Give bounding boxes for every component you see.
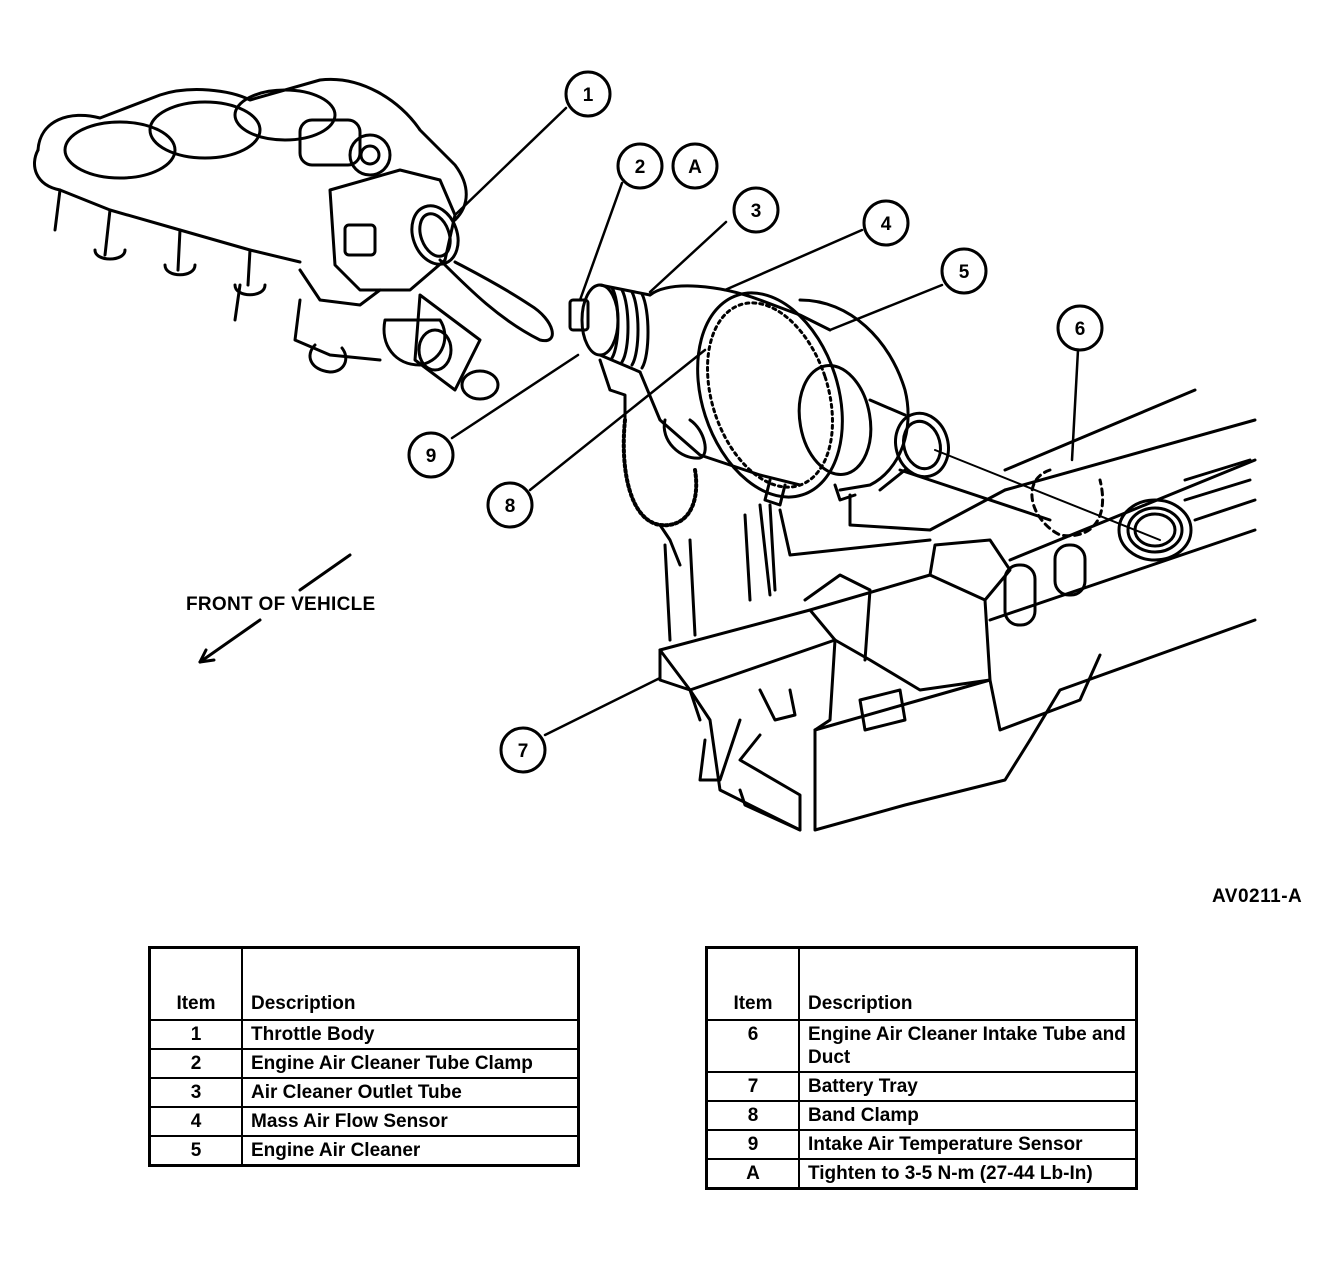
legend-item: 2: [148, 1048, 243, 1079]
callout-7: 7: [499, 726, 547, 774]
legend-description: Intake Air Temperature Sensor: [798, 1129, 1138, 1160]
legend-item: 8: [705, 1100, 800, 1131]
air-cleaner-outlet-tube: [568, 283, 652, 422]
legend-item: 3: [148, 1077, 243, 1108]
legend-item: 5: [148, 1135, 243, 1167]
engine-air-cleaner: [638, 284, 950, 507]
callout-4: 4: [862, 199, 910, 247]
legend-description: Engine Air Cleaner Intake Tube and Duct: [798, 1019, 1138, 1073]
legend-header-description: Description: [241, 946, 580, 1021]
battery-tray: [658, 503, 1257, 832]
legend-header-item: Item: [705, 946, 800, 1021]
callout-5: 5: [940, 247, 988, 295]
callout-3: 3: [732, 186, 780, 234]
legend-item: A: [705, 1158, 800, 1190]
table-row: A Tighten to 3-5 N-m (27-44 Lb-In): [705, 1158, 1138, 1190]
legend-header-item: Item: [148, 946, 243, 1021]
sensor-harness: [621, 418, 699, 567]
legend-header-row: Item Description: [705, 946, 1138, 1021]
legend-description: Throttle Body: [241, 1019, 580, 1050]
legend-description: Mass Air Flow Sensor: [241, 1106, 580, 1137]
legend-description: Engine Air Cleaner Tube Clamp: [241, 1048, 580, 1079]
legend-item: 7: [705, 1071, 800, 1102]
leader-lines: [450, 106, 1080, 737]
callout-5-text: 5: [959, 262, 970, 283]
throttle-body: [308, 204, 554, 401]
callout-9-text: 9: [426, 446, 437, 467]
legend-header-row: Item Description: [148, 946, 580, 1021]
callout-7-text: 7: [518, 741, 529, 762]
legend-header-description: Description: [798, 946, 1138, 1021]
legend-description: Engine Air Cleaner: [241, 1135, 580, 1167]
intake-manifold: [33, 77, 468, 362]
callout-1-text: 1: [583, 85, 594, 106]
callout-1: 1: [564, 70, 612, 118]
legend-table-left: Item Description 1 Throttle Body 2 Engin…: [148, 946, 580, 1167]
callout-a: A: [671, 142, 719, 190]
legend-description: Air Cleaner Outlet Tube: [241, 1077, 580, 1108]
front-of-vehicle-arrow: [198, 553, 352, 664]
table-row: 3 Air Cleaner Outlet Tube: [148, 1077, 580, 1108]
callout-2-text: 2: [635, 157, 646, 178]
callout-8-text: 8: [505, 496, 516, 517]
callout-3-text: 3: [751, 201, 762, 222]
table-row: 6 Engine Air Cleaner Intake Tube and Duc…: [705, 1019, 1138, 1073]
callout-6-text: 6: [1075, 319, 1086, 340]
legend-table-right: Item Description 6 Engine Air Cleaner In…: [705, 946, 1138, 1190]
table-row: 2 Engine Air Cleaner Tube Clamp: [148, 1048, 580, 1079]
table-row: 8 Band Clamp: [705, 1100, 1138, 1131]
intake-tube-and-duct: [778, 388, 1257, 627]
front-of-vehicle-label: FRONT OF VEHICLE: [186, 594, 376, 615]
callout-a-text: A: [688, 157, 702, 178]
legend-item: 1: [148, 1019, 243, 1050]
callout-6: 6: [1056, 304, 1104, 352]
legend-description: Band Clamp: [798, 1100, 1138, 1131]
legend-item: 4: [148, 1106, 243, 1137]
callout-8: 8: [486, 481, 534, 529]
legend-item: 6: [705, 1019, 800, 1073]
callout-4-text: 4: [881, 214, 892, 235]
table-row: 7 Battery Tray: [705, 1071, 1138, 1102]
callout-9: 9: [407, 431, 455, 479]
table-row: 4 Mass Air Flow Sensor: [148, 1106, 580, 1137]
table-row: 9 Intake Air Temperature Sensor: [705, 1129, 1138, 1160]
legend-description: Battery Tray: [798, 1071, 1138, 1102]
callout-2: 2: [616, 142, 664, 190]
figure-id: AV0211-A: [1212, 886, 1303, 907]
engine-air-intake-diagram: 1 2 A 3 4 5 6 9 8 7: [33, 70, 1257, 832]
table-row: 5 Engine Air Cleaner: [148, 1135, 580, 1167]
legend-description: Tighten to 3-5 N-m (27-44 Lb-In): [798, 1158, 1138, 1190]
legend-item: 9: [705, 1129, 800, 1160]
table-row: 1 Throttle Body: [148, 1019, 580, 1050]
